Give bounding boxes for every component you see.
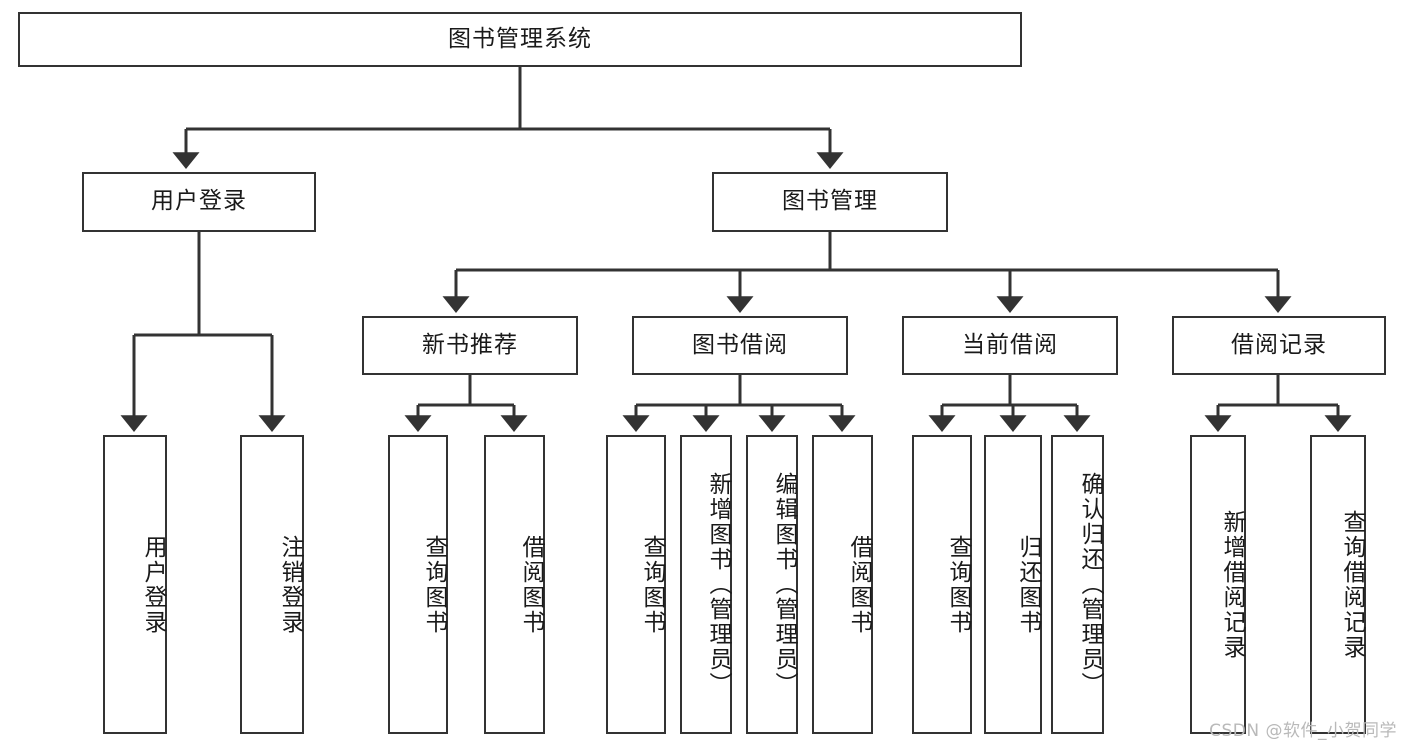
leaf-edit-book-admin-label: 编辑图书（管理员） [771, 472, 797, 697]
node-user-login[interactable]: 用户登录 [82, 172, 316, 232]
leaf-query-books-borrow[interactable]: 查询图书 [606, 435, 666, 734]
node-current-borrow[interactable]: 当前借阅 [902, 316, 1118, 375]
node-book-borrow[interactable]: 图书借阅 [632, 316, 848, 375]
leaf-query-books-recommend[interactable]: 查询图书 [388, 435, 448, 734]
leaf-return-book-label: 归还图书 [1015, 534, 1041, 635]
leaf-add-borrow-record[interactable]: 新增借阅记录 [1190, 435, 1246, 734]
leaf-add-book-admin-label: 新增图书（管理员） [705, 472, 731, 697]
leaf-borrow-book[interactable]: 借阅图书 [812, 435, 873, 734]
node-user-login-label: 用户登录 [151, 188, 247, 215]
leaf-user-login-label: 用户登录 [140, 534, 166, 635]
leaf-borrow-books-recommend-label: 借阅图书 [518, 534, 544, 635]
node-new-book-recommend[interactable]: 新书推荐 [362, 316, 578, 375]
leaf-add-borrow-record-label: 新增借阅记录 [1219, 509, 1245, 660]
leaf-query-books-current[interactable]: 查询图书 [912, 435, 972, 734]
leaf-confirm-return-admin-label: 确认归还（管理员） [1077, 472, 1103, 697]
leaf-query-books-borrow-label: 查询图书 [639, 534, 665, 635]
csdn-watermark: CSDN @软件_小贺同学 [1209, 721, 1397, 741]
node-book-management-label: 图书管理 [782, 188, 878, 215]
node-book-management[interactable]: 图书管理 [712, 172, 948, 232]
node-borrow-records[interactable]: 借阅记录 [1172, 316, 1386, 375]
leaf-confirm-return-admin[interactable]: 确认归还（管理员） [1051, 435, 1104, 734]
leaf-query-books-current-label: 查询图书 [945, 534, 971, 635]
node-root-system-label: 图书管理系统 [448, 25, 592, 52]
node-new-book-recommend-label: 新书推荐 [422, 331, 518, 358]
leaf-borrow-books-recommend[interactable]: 借阅图书 [484, 435, 545, 734]
node-root-system[interactable]: 图书管理系统 [18, 12, 1022, 67]
leaf-user-login[interactable]: 用户登录 [103, 435, 167, 734]
node-borrow-records-label: 借阅记录 [1231, 331, 1327, 358]
node-book-borrow-label: 图书借阅 [692, 331, 788, 358]
leaf-query-borrow-record-label: 查询借阅记录 [1339, 509, 1365, 660]
leaf-return-book[interactable]: 归还图书 [984, 435, 1042, 734]
leaf-user-logout[interactable]: 注销登录 [240, 435, 304, 734]
leaf-borrow-book-label: 借阅图书 [846, 534, 872, 635]
leaf-query-books-recommend-label: 查询图书 [421, 534, 447, 635]
leaf-edit-book-admin[interactable]: 编辑图书（管理员） [746, 435, 798, 734]
node-current-borrow-label: 当前借阅 [962, 331, 1058, 358]
leaf-add-book-admin[interactable]: 新增图书（管理员） [680, 435, 732, 734]
leaf-query-borrow-record[interactable]: 查询借阅记录 [1310, 435, 1366, 734]
leaf-user-logout-label: 注销登录 [277, 534, 303, 635]
